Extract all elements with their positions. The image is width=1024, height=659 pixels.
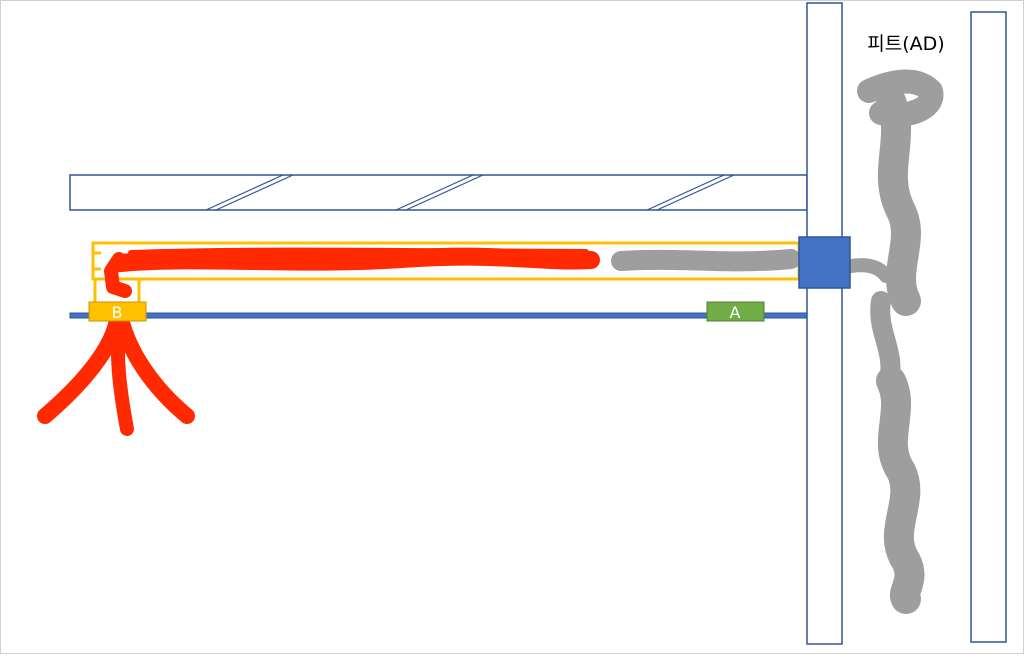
red-cable-path [37, 247, 600, 436]
shaft-wall-left [806, 2, 843, 645]
marker-b: B [88, 301, 147, 322]
beam-hatch-1 [205, 174, 294, 211]
gray-cable-path [611, 69, 944, 614]
junction-block [798, 236, 851, 289]
shaft-label: 피트(AD) [867, 33, 944, 55]
marker-a: A [706, 301, 765, 322]
beam-hatch-3 [646, 174, 735, 211]
shaft-wall-right [970, 11, 1007, 643]
marker-b-label: B [112, 303, 123, 322]
beam-hatch-2 [395, 174, 484, 211]
marker-a-label: A [730, 303, 741, 322]
floor-line [69, 312, 808, 319]
upper-beam [69, 174, 808, 211]
